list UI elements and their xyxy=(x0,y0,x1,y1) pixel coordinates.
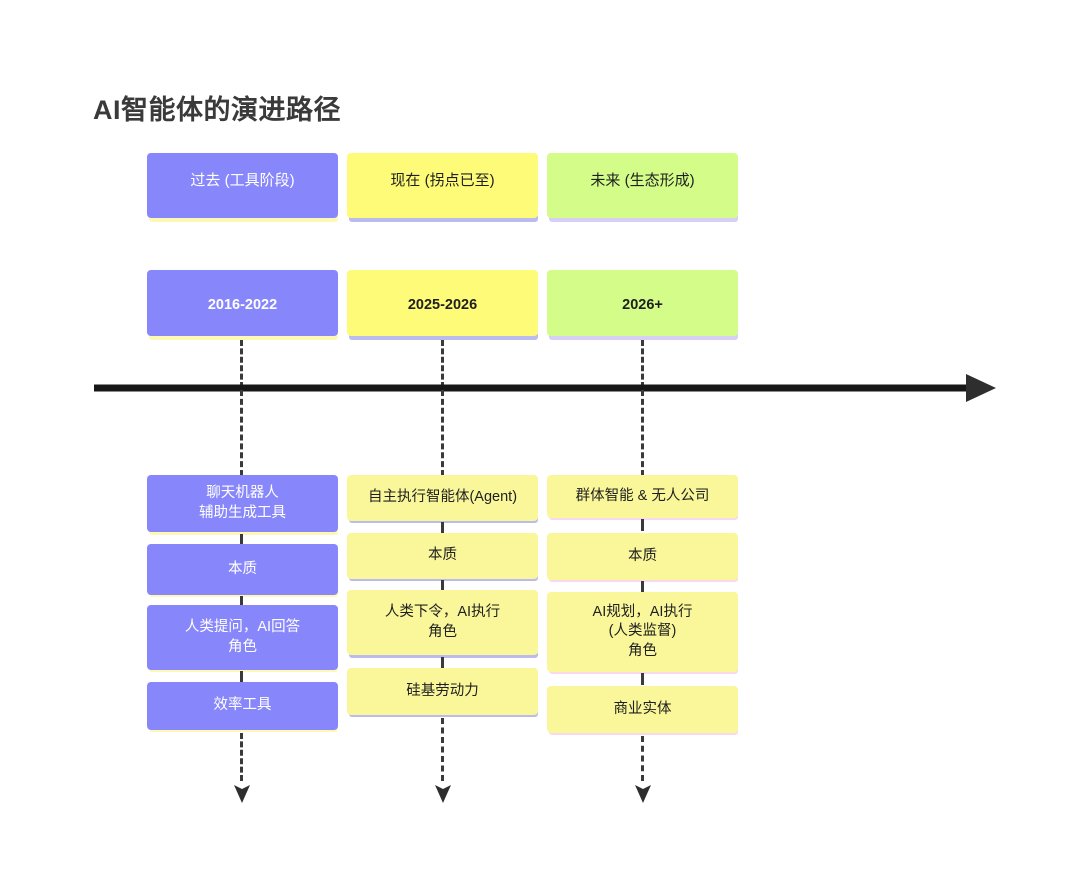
content-box-past-2: 人类提问，AI回答 角色 xyxy=(147,605,338,670)
era-label-future: 未来 (生态形成) xyxy=(590,172,695,189)
content-box-present-1: 本质 xyxy=(347,533,538,579)
content-label-future-2: AI规划，AI执行 (人类监督) 角色 xyxy=(592,603,693,659)
content-box-past-1: 本质 xyxy=(147,544,338,595)
era-box-shadow-present xyxy=(349,216,538,222)
era-box-present: 现在 (拐点已至) xyxy=(347,153,538,218)
content-box-present-2: 人类下令，AI执行 角色 xyxy=(347,590,538,655)
timeline-arrow xyxy=(94,374,996,402)
tail-dash-present xyxy=(441,718,444,781)
connector-dash-future-2 xyxy=(641,673,644,685)
connector-dash-future-mid xyxy=(641,390,644,476)
content-label-past-0: 聊天机器人 辅助生成工具 xyxy=(199,484,286,521)
era-label-past: 过去 (工具阶段) xyxy=(190,172,295,189)
connector-dash-present-mid xyxy=(441,390,444,476)
page-title: AI智能体的演进路径 xyxy=(93,95,341,125)
content-label-present-1: 本质 xyxy=(428,547,457,564)
content-label-present-3: 硅基劳动力 xyxy=(406,682,479,699)
date-box-present: 2025-2026 xyxy=(347,270,538,336)
content-shadow-present-2 xyxy=(349,653,538,658)
content-box-past-3: 效率工具 xyxy=(147,682,338,730)
era-box-shadow-past xyxy=(149,216,338,222)
date-label-future: 2026+ xyxy=(622,297,663,313)
connector-dash-present-2 xyxy=(441,657,444,669)
connector-dash-past-top xyxy=(240,340,243,388)
connector-dash-future-top xyxy=(641,340,644,388)
connector-dash-past-0 xyxy=(240,534,243,544)
tail-dash-past xyxy=(240,733,243,781)
connector-dash-past-2 xyxy=(240,671,243,682)
connector-dash-future-0 xyxy=(641,519,644,531)
date-box-future: 2026+ xyxy=(547,270,738,336)
content-label-present-0: 自主执行智能体(Agent) xyxy=(367,489,518,506)
down-arrow-present xyxy=(435,785,451,803)
connector-dash-past-mid xyxy=(240,390,243,476)
content-box-present-0: 自主执行智能体(Agent) xyxy=(347,475,538,521)
content-box-future-0: 群体智能 & 无人公司 xyxy=(547,475,738,518)
content-box-present-3: 硅基劳动力 xyxy=(347,668,538,715)
content-label-future-0: 群体智能 & 无人公司 xyxy=(575,487,710,504)
connector-dash-present-top xyxy=(441,340,444,388)
content-shadow-past-0 xyxy=(149,530,338,535)
era-label-present: 现在 (拐点已至) xyxy=(390,172,495,189)
date-label-past: 2016-2022 xyxy=(207,297,278,313)
content-label-present-2: 人类下令，AI执行 角色 xyxy=(384,603,501,640)
era-box-shadow-future xyxy=(549,216,738,222)
content-box-future-3: 商业实体 xyxy=(547,686,738,733)
content-label-past-2: 人类提问，AI回答 角色 xyxy=(184,618,301,655)
content-label-future-1: 本质 xyxy=(628,547,657,564)
down-arrow-future xyxy=(635,785,651,803)
era-box-future: 未来 (生态形成) xyxy=(547,153,738,218)
content-box-future-1: 本质 xyxy=(547,533,738,580)
content-box-past-0: 聊天机器人 辅助生成工具 xyxy=(147,475,338,532)
content-box-future-2: AI规划，AI执行 (人类监督) 角色 xyxy=(547,592,738,672)
connector-dash-present-0 xyxy=(441,522,444,534)
era-box-past: 过去 (工具阶段) xyxy=(147,153,338,218)
date-label-present: 2025-2026 xyxy=(407,297,478,313)
down-arrow-past xyxy=(234,785,250,803)
connector-dash-past-1 xyxy=(240,596,243,605)
date-box-shadow-past xyxy=(149,334,338,340)
date-box-past: 2016-2022 xyxy=(147,270,338,336)
content-label-future-3: 商业实体 xyxy=(613,700,672,717)
connector-dash-future-1 xyxy=(641,581,644,592)
tail-dash-future xyxy=(641,736,644,781)
content-label-past-1: 本质 xyxy=(228,560,257,577)
connector-dash-present-1 xyxy=(441,580,444,591)
content-label-past-3: 效率工具 xyxy=(213,697,272,714)
date-box-shadow-present xyxy=(349,334,538,340)
date-box-shadow-future xyxy=(549,334,738,340)
